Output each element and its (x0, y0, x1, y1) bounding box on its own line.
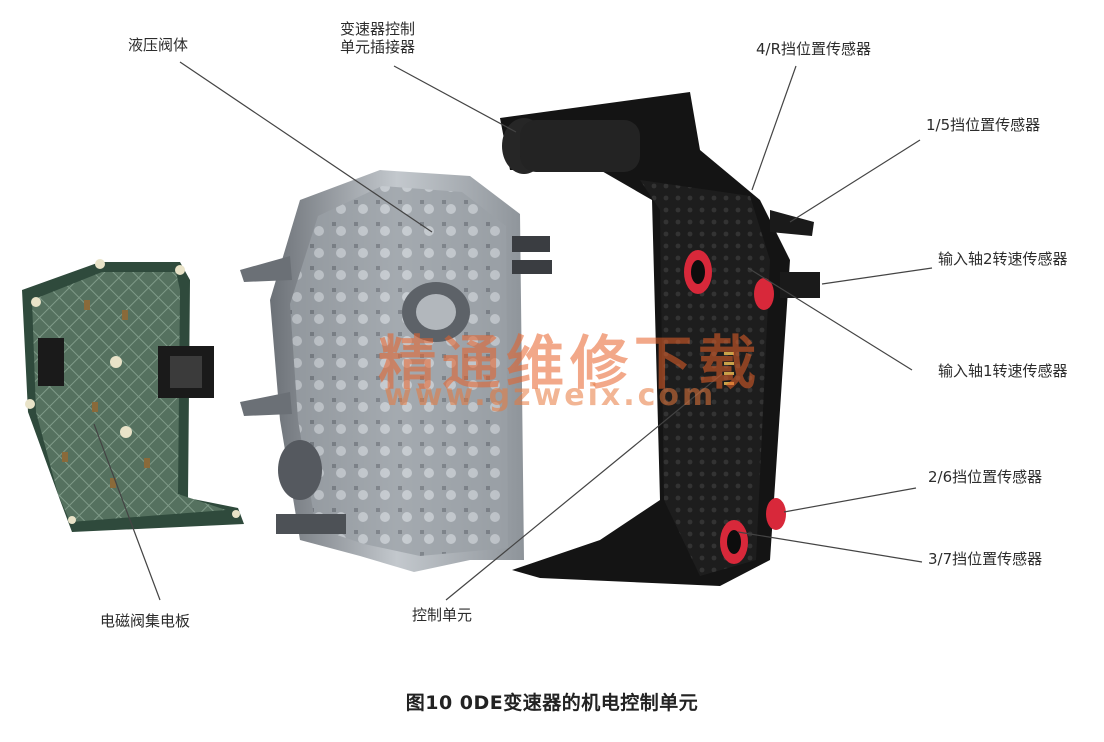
label-tcu-connector-line2: 单元插接器 (340, 38, 416, 56)
leader-lines (93, 61, 933, 601)
label-sensor-37: 3/7挡位置传感器 (928, 550, 1043, 568)
label-tcu-connector-line1: 变速器控制 (340, 20, 416, 38)
solenoid-circuit-board (22, 259, 244, 532)
label-input-shaft2-sensor: 输入轴2转速传感器 (938, 250, 1068, 268)
label-hydraulic-valve-body: 液压阀体 (128, 36, 189, 54)
label-sensor-26: 2/6挡位置传感器 (928, 468, 1043, 486)
watermark-text: 精通维修下载 (378, 329, 763, 397)
label-control-unit: 控制单元 (412, 606, 473, 624)
label-input-shaft1-sensor: 输入轴1转速传感器 (938, 362, 1068, 380)
label-solenoid-board: 电磁阀集电板 (100, 612, 191, 630)
watermark-url: www.gzweix.com (384, 378, 717, 413)
control-unit (500, 92, 820, 586)
figure-caption: 图10 0DE变速器的机电控制单元 (405, 692, 699, 714)
hydraulic-valve-body (240, 170, 552, 572)
label-sensor-4r: 4/R挡位置传感器 (756, 40, 872, 58)
label-sensor-15: 1/5挡位置传感器 (926, 116, 1041, 134)
